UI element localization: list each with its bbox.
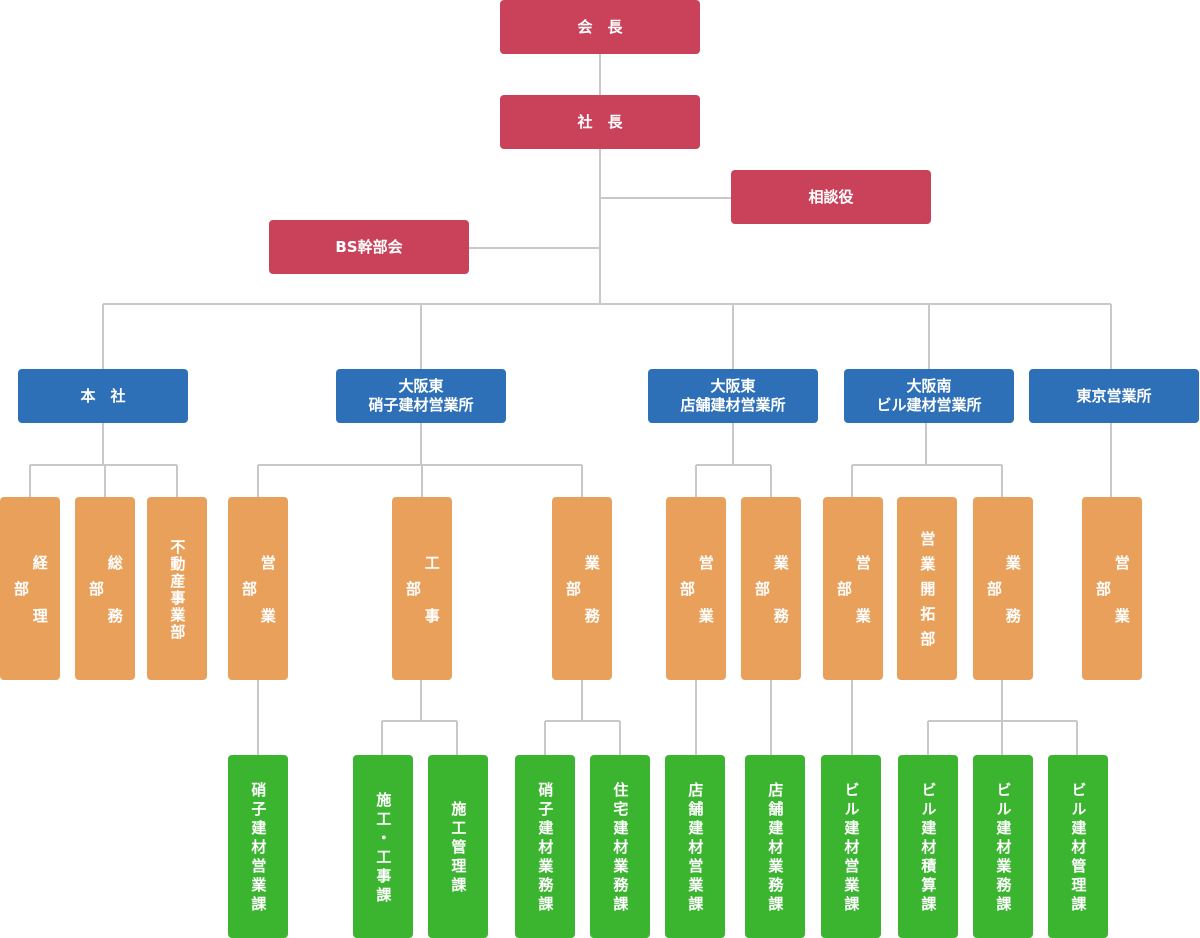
section-store-sales: 店舗建材営業課 bbox=[665, 755, 725, 938]
section-bldg-estimate-label: ビル建材積算課 bbox=[919, 782, 938, 915]
branch-glass-office: 大阪東 硝子建材営業所 bbox=[336, 369, 506, 423]
dept-store-sales-label: 営業部 bbox=[678, 554, 715, 661]
branch-tokyo: 東京営業所 bbox=[1029, 369, 1199, 423]
branch-store-line2: 店舗建材営業所 bbox=[680, 396, 786, 414]
president-label: 社 長 bbox=[577, 112, 623, 131]
bs-committee-label: BS幹部会 bbox=[335, 237, 403, 256]
section-glass-business: 硝子建材業務課 bbox=[515, 755, 575, 938]
dept-south-development: 営業開拓部 bbox=[897, 497, 957, 680]
section-store-business-label: 店舗建材業務課 bbox=[766, 782, 785, 915]
chairman-label: 会 長 bbox=[577, 17, 623, 36]
branch-glass-line1: 大阪東 bbox=[398, 377, 444, 396]
branch-store-line1: 大阪東 bbox=[710, 377, 756, 396]
section-bldg-estimate: ビル建材積算課 bbox=[898, 755, 958, 938]
section-construction-mgmt: 施工管理課 bbox=[428, 755, 488, 938]
dept-glass-sales-label: 営業部 bbox=[240, 554, 277, 661]
dept-glass-construction: 工事部 bbox=[392, 497, 452, 680]
dept-tokyo-sales: 営業部 bbox=[1082, 497, 1142, 680]
section-construction-work: 施工・工事課 bbox=[353, 755, 413, 938]
section-bldg-business-label: ビル建材業務課 bbox=[994, 782, 1013, 915]
branch-honsha-label: 本 社 bbox=[80, 386, 126, 405]
dept-glass-construction-label: 工事部 bbox=[404, 554, 441, 661]
dept-accounting-label: 経理部 bbox=[12, 554, 49, 661]
dept-south-development-label: 営業開拓部 bbox=[918, 531, 937, 656]
dept-real-estate: 不動産事業部 bbox=[147, 497, 207, 680]
section-bldg-mgmt: ビル建材管理課 bbox=[1048, 755, 1108, 938]
section-glass-sales: 硝子建材営業課 bbox=[228, 755, 288, 938]
section-construction-work-label: 施工・工事課 bbox=[374, 791, 393, 906]
branch-south-line2: ビル建材営業所 bbox=[876, 396, 982, 414]
dept-south-business: 業務部 bbox=[973, 497, 1033, 680]
dept-store-sales: 営業部 bbox=[666, 497, 726, 680]
section-bldg-sales-label: ビル建材営業課 bbox=[842, 782, 861, 915]
branch-south-line1: 大阪南 bbox=[906, 377, 952, 396]
advisor-label: 相談役 bbox=[808, 187, 854, 206]
section-housing-business: 住宅建材業務課 bbox=[590, 755, 650, 938]
branch-store-office: 大阪東 店舗建材営業所 bbox=[648, 369, 818, 423]
chairman-box: 会 長 bbox=[500, 0, 700, 54]
dept-accounting: 経理部 bbox=[0, 497, 60, 680]
branch-tokyo-label: 東京営業所 bbox=[1076, 386, 1152, 405]
section-housing-business-label: 住宅建材業務課 bbox=[611, 782, 630, 915]
president-box: 社 長 bbox=[500, 95, 700, 149]
dept-glass-business: 業務部 bbox=[552, 497, 612, 680]
dept-general-affairs-label: 総務部 bbox=[87, 554, 124, 661]
branch-glass-line2: 硝子建材営業所 bbox=[368, 396, 474, 414]
bs-committee-box: BS幹部会 bbox=[269, 220, 469, 274]
section-store-sales-label: 店舗建材営業課 bbox=[686, 782, 705, 915]
branch-honsha: 本 社 bbox=[18, 369, 188, 423]
dept-store-business: 業務部 bbox=[741, 497, 801, 680]
dept-real-estate-label: 不動産事業部 bbox=[168, 538, 187, 641]
dept-south-sales: 営業部 bbox=[823, 497, 883, 680]
dept-south-sales-label: 営業部 bbox=[835, 554, 872, 661]
section-store-business: 店舗建材業務課 bbox=[745, 755, 805, 938]
dept-tokyo-sales-label: 営業部 bbox=[1094, 554, 1131, 661]
section-glass-sales-label: 硝子建材営業課 bbox=[249, 782, 268, 915]
dept-general-affairs: 総務部 bbox=[75, 497, 135, 680]
dept-glass-sales: 営業部 bbox=[228, 497, 288, 680]
advisor-box: 相談役 bbox=[731, 170, 931, 224]
section-construction-mgmt-label: 施工管理課 bbox=[449, 801, 468, 896]
section-bldg-mgmt-label: ビル建材管理課 bbox=[1069, 782, 1088, 915]
dept-glass-business-label: 業務部 bbox=[564, 554, 601, 661]
section-glass-business-label: 硝子建材業務課 bbox=[536, 782, 555, 915]
dept-south-business-label: 業務部 bbox=[985, 554, 1022, 661]
section-bldg-sales: ビル建材営業課 bbox=[821, 755, 881, 938]
dept-store-business-label: 業務部 bbox=[753, 554, 790, 661]
section-bldg-business: ビル建材業務課 bbox=[973, 755, 1033, 938]
branch-south-office: 大阪南 ビル建材営業所 bbox=[844, 369, 1014, 423]
